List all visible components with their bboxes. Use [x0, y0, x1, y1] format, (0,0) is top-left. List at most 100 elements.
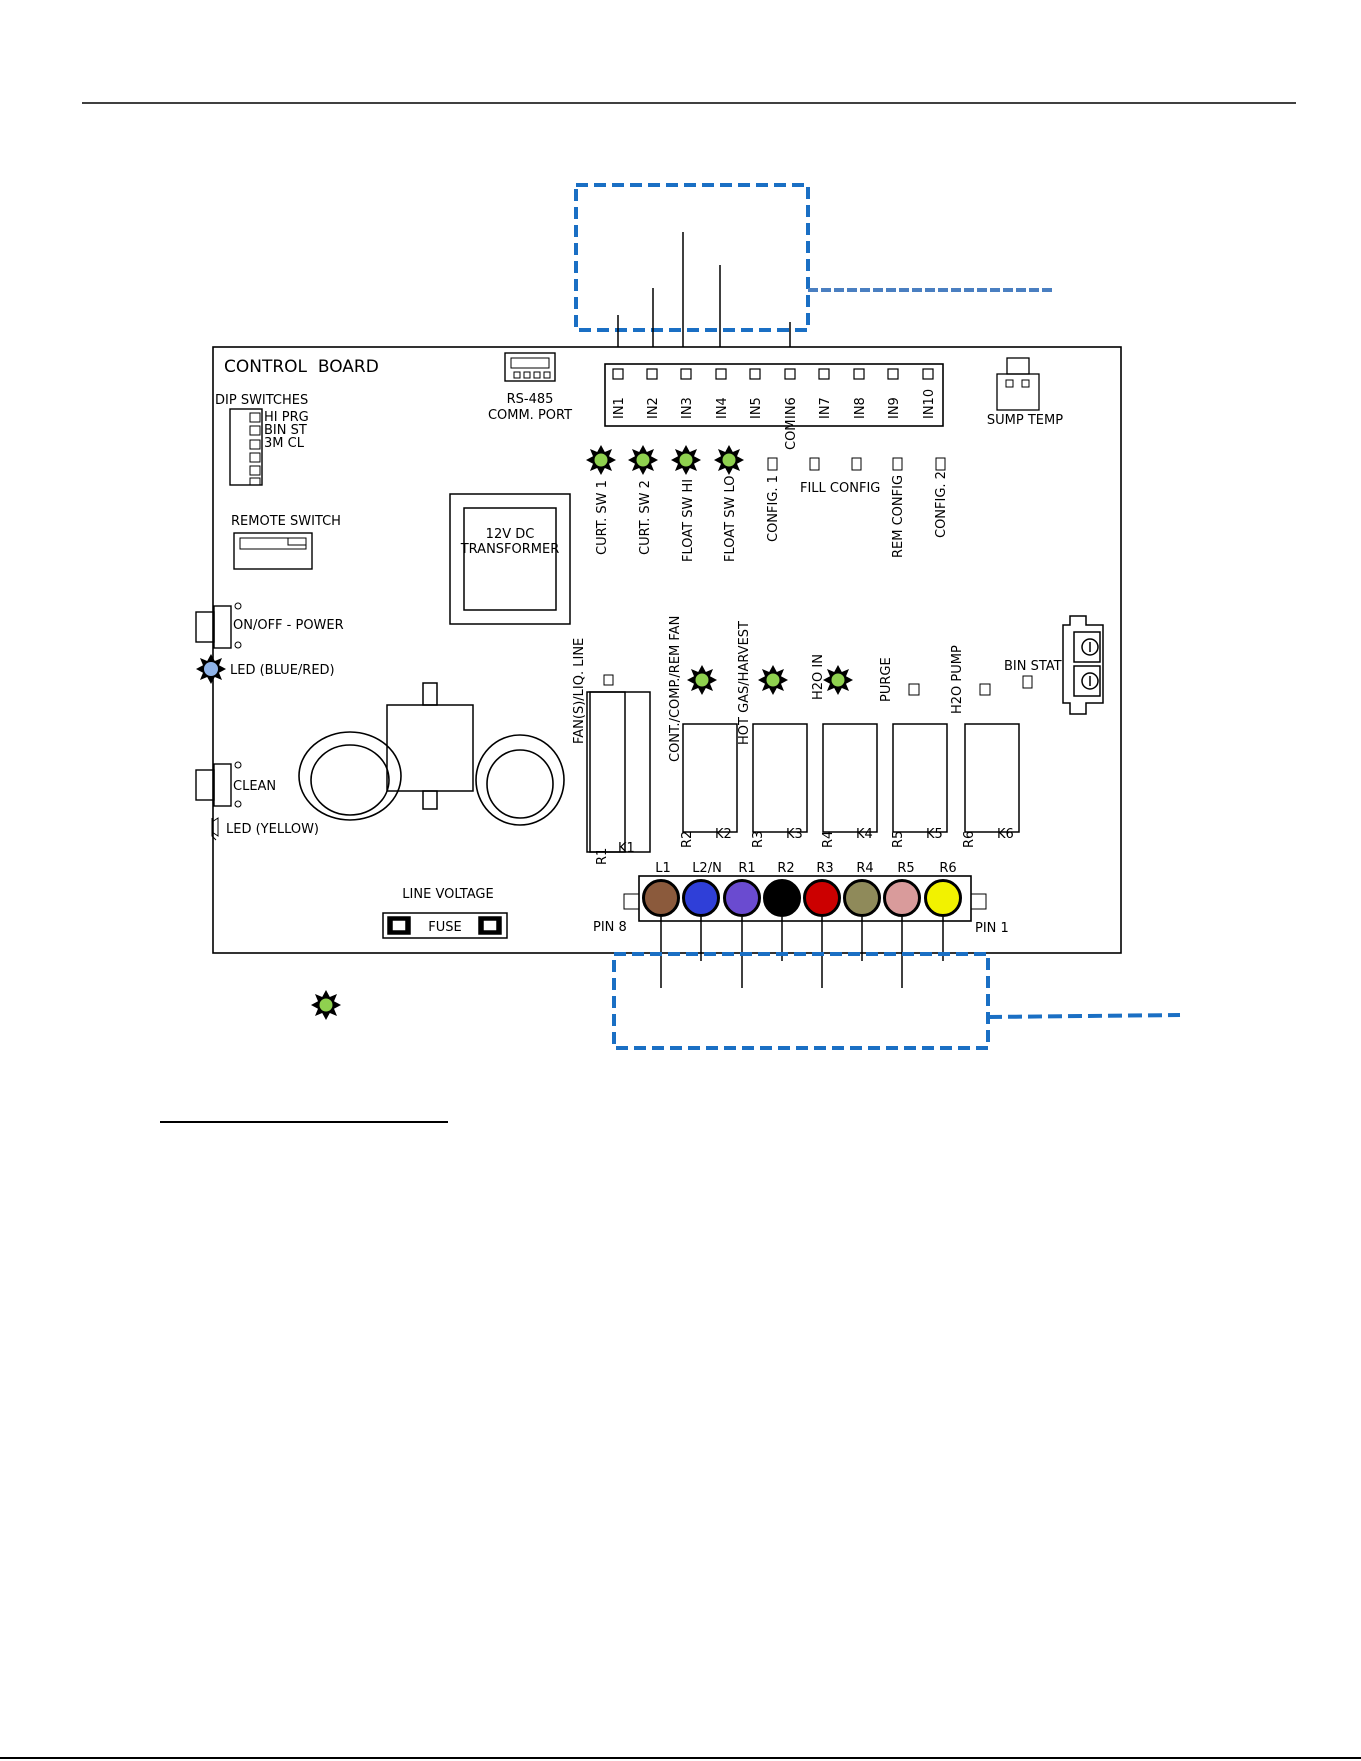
terminal-6	[843, 879, 881, 917]
capacitor-left	[298, 731, 402, 821]
relay-label-5: PURGE	[879, 657, 894, 702]
terminal-8	[924, 879, 962, 917]
input-led-label-8: CONFIG. 2	[934, 471, 949, 538]
input-pin-label-3: IN3	[680, 397, 695, 419]
terminal-label-8: R6	[939, 861, 956, 876]
input-led-2	[636, 453, 650, 467]
terminal-7	[883, 879, 921, 917]
input-led-5	[767, 457, 778, 471]
pin8-label: PIN 8	[593, 920, 627, 935]
input-led-4	[722, 453, 736, 467]
relay-label-2: CONT./COMP./REM FAN	[668, 616, 683, 762]
led-yellow-label: LED (YELLOW)	[226, 822, 319, 837]
input-pin-3	[680, 368, 692, 380]
input-pin-label-5: IN5	[749, 397, 764, 419]
led-blue-red-label: LED (BLUE/RED)	[230, 663, 335, 678]
input-pin-label-8: IN8	[853, 397, 868, 419]
dip-switches-title: DIP SWITCHES	[215, 393, 308, 408]
relay-k-label-6: K6	[997, 827, 1014, 842]
transformer-line2: TRANSFORMER	[460, 542, 560, 557]
dip-label-3m-cl: 3M CL	[264, 436, 305, 451]
relay-k-label-3: K3	[786, 827, 803, 842]
clean-label: CLEAN	[233, 779, 276, 794]
input-pin-4	[715, 368, 727, 380]
relay-k2: CONT./COMP./REM FAN R2 K2	[668, 616, 738, 848]
input-leader-lines	[617, 232, 791, 365]
input-led-label-4: FLOAT SW LO	[723, 476, 738, 562]
rs485-label: RS-485	[507, 392, 554, 407]
relay-r-label-4: R4	[821, 831, 836, 848]
transformer-line1: 12V DC	[486, 527, 535, 542]
relay-k-label-2: K2	[715, 827, 732, 842]
input-led-label-3: FLOAT SW HI	[681, 479, 696, 562]
input-pin-label-7: IN7	[818, 397, 833, 419]
input-led-label-2: CURT. SW 2	[638, 480, 653, 555]
input-pin-1	[612, 368, 624, 380]
relay-led-6	[979, 683, 991, 696]
relay-r-label-1: R1	[595, 848, 610, 865]
clean-switch[interactable]	[195, 761, 242, 808]
terminal-label-5: R3	[816, 861, 833, 876]
relay-label-4: H2O IN	[811, 654, 826, 700]
terminal-callout-leader	[987, 1013, 1181, 1019]
dip-switch-block	[229, 408, 263, 486]
terminal-label-4: R2	[777, 861, 794, 876]
transformer	[449, 493, 571, 625]
relay-r-label-2: R2	[680, 831, 695, 848]
terminal-label-6: R4	[856, 861, 873, 876]
terminal-3	[723, 879, 761, 917]
input-led-label-7: REM CONFIG	[891, 475, 906, 558]
input-led-label-6: FILL CONFIG	[800, 481, 880, 496]
input-leds: CURT. SW 1 CURT. SW 2 FLOAT SW HI FLOAT SW …	[586, 445, 949, 562]
bin-stat-indicator	[1022, 675, 1033, 689]
terminal-2	[682, 879, 720, 917]
terminal-label-3: R1	[738, 861, 755, 876]
input-pin-2	[646, 368, 658, 380]
relay-label-1: FAN(S)/LIQ. LINE	[572, 638, 587, 744]
rs485-port	[504, 352, 556, 382]
input-led-6	[809, 457, 820, 471]
relay-led-3	[766, 673, 780, 687]
input-led-3	[679, 453, 693, 467]
relay-k3: HOT GAS/HARVEST R3 K3	[737, 621, 808, 848]
input-led-label-5: CONFIG. 1	[766, 475, 781, 542]
input-led-7	[892, 457, 903, 471]
capacitor-right	[475, 734, 565, 826]
input-pin-label-9: IN9	[887, 397, 902, 419]
input-pin-label-2: IN2	[646, 397, 661, 419]
relay-k5: PURGE R5 K5	[879, 657, 948, 848]
input-pin-9	[887, 368, 899, 380]
center-coil	[386, 682, 474, 810]
relay-led-2	[695, 673, 709, 687]
input-pin-label-6: IN6	[784, 397, 799, 419]
dip-label-hi-prg: HI PRG	[264, 410, 309, 425]
dip-label-bin-st: BIN ST	[264, 423, 307, 438]
com-label: COM	[784, 419, 799, 450]
input-pin-10	[922, 368, 934, 380]
relay-k-label-4: K4	[856, 827, 873, 842]
relay-k-label-5: K5	[926, 827, 943, 842]
relay-r-label-5: R5	[891, 831, 906, 848]
board-title: CONTROL BOARD	[224, 357, 379, 377]
fill-config-indicator-2	[851, 457, 862, 471]
terminal-tab-right	[970, 893, 987, 910]
board-outline	[212, 346, 1122, 954]
comm-port-label: COMM. PORT	[488, 408, 572, 423]
relay-label-3: HOT GAS/HARVEST	[737, 621, 752, 745]
input-pin-5	[749, 368, 761, 380]
input-led-label-1: CURT. SW 1	[595, 480, 610, 555]
sump-temp-label: SUMP TEMP	[987, 413, 1063, 428]
pin1-label: PIN 1	[975, 921, 1009, 936]
bin-stat-label: BIN STAT	[1004, 659, 1062, 674]
sump-temp-connector	[996, 357, 1040, 411]
fuse-label: FUSE	[428, 920, 461, 935]
power-switch[interactable]	[195, 602, 242, 649]
terminal-callout-box	[612, 952, 990, 1050]
relay-r-label-3: R3	[751, 831, 766, 848]
input-pin-8	[853, 368, 865, 380]
